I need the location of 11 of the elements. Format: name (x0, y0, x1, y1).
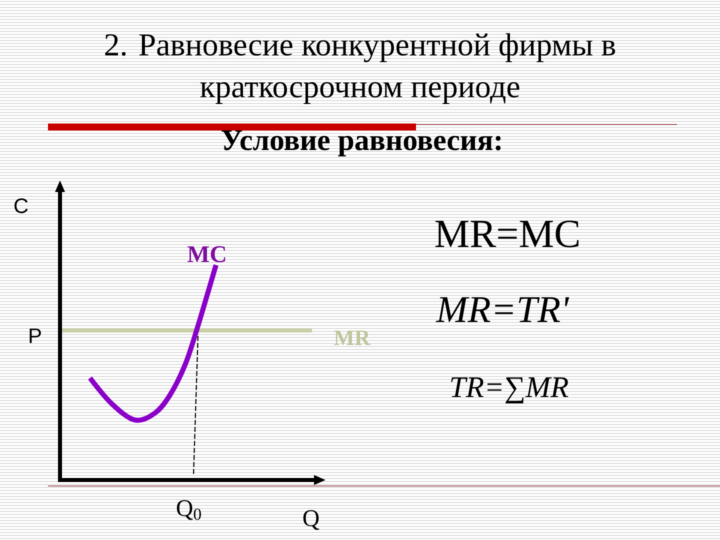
slide-title: 2. Равновесие конкурентной фирмы в краткосрочном периоде (105, 33, 616, 104)
formula: TR=∑MR (451, 377, 568, 404)
axis-label: Q$_{0}$ (176, 500, 201, 520)
axis-label: P (30, 328, 41, 343)
axis-label: Q (303, 510, 320, 530)
axis-label: C (14, 198, 28, 214)
curve-label: MC (188, 246, 226, 262)
formula: MR=TR' (436, 297, 570, 322)
heading: Условие равновесия: (222, 130, 501, 156)
formula: MR=MC (435, 220, 578, 248)
curve-label: MR (334, 330, 370, 345)
